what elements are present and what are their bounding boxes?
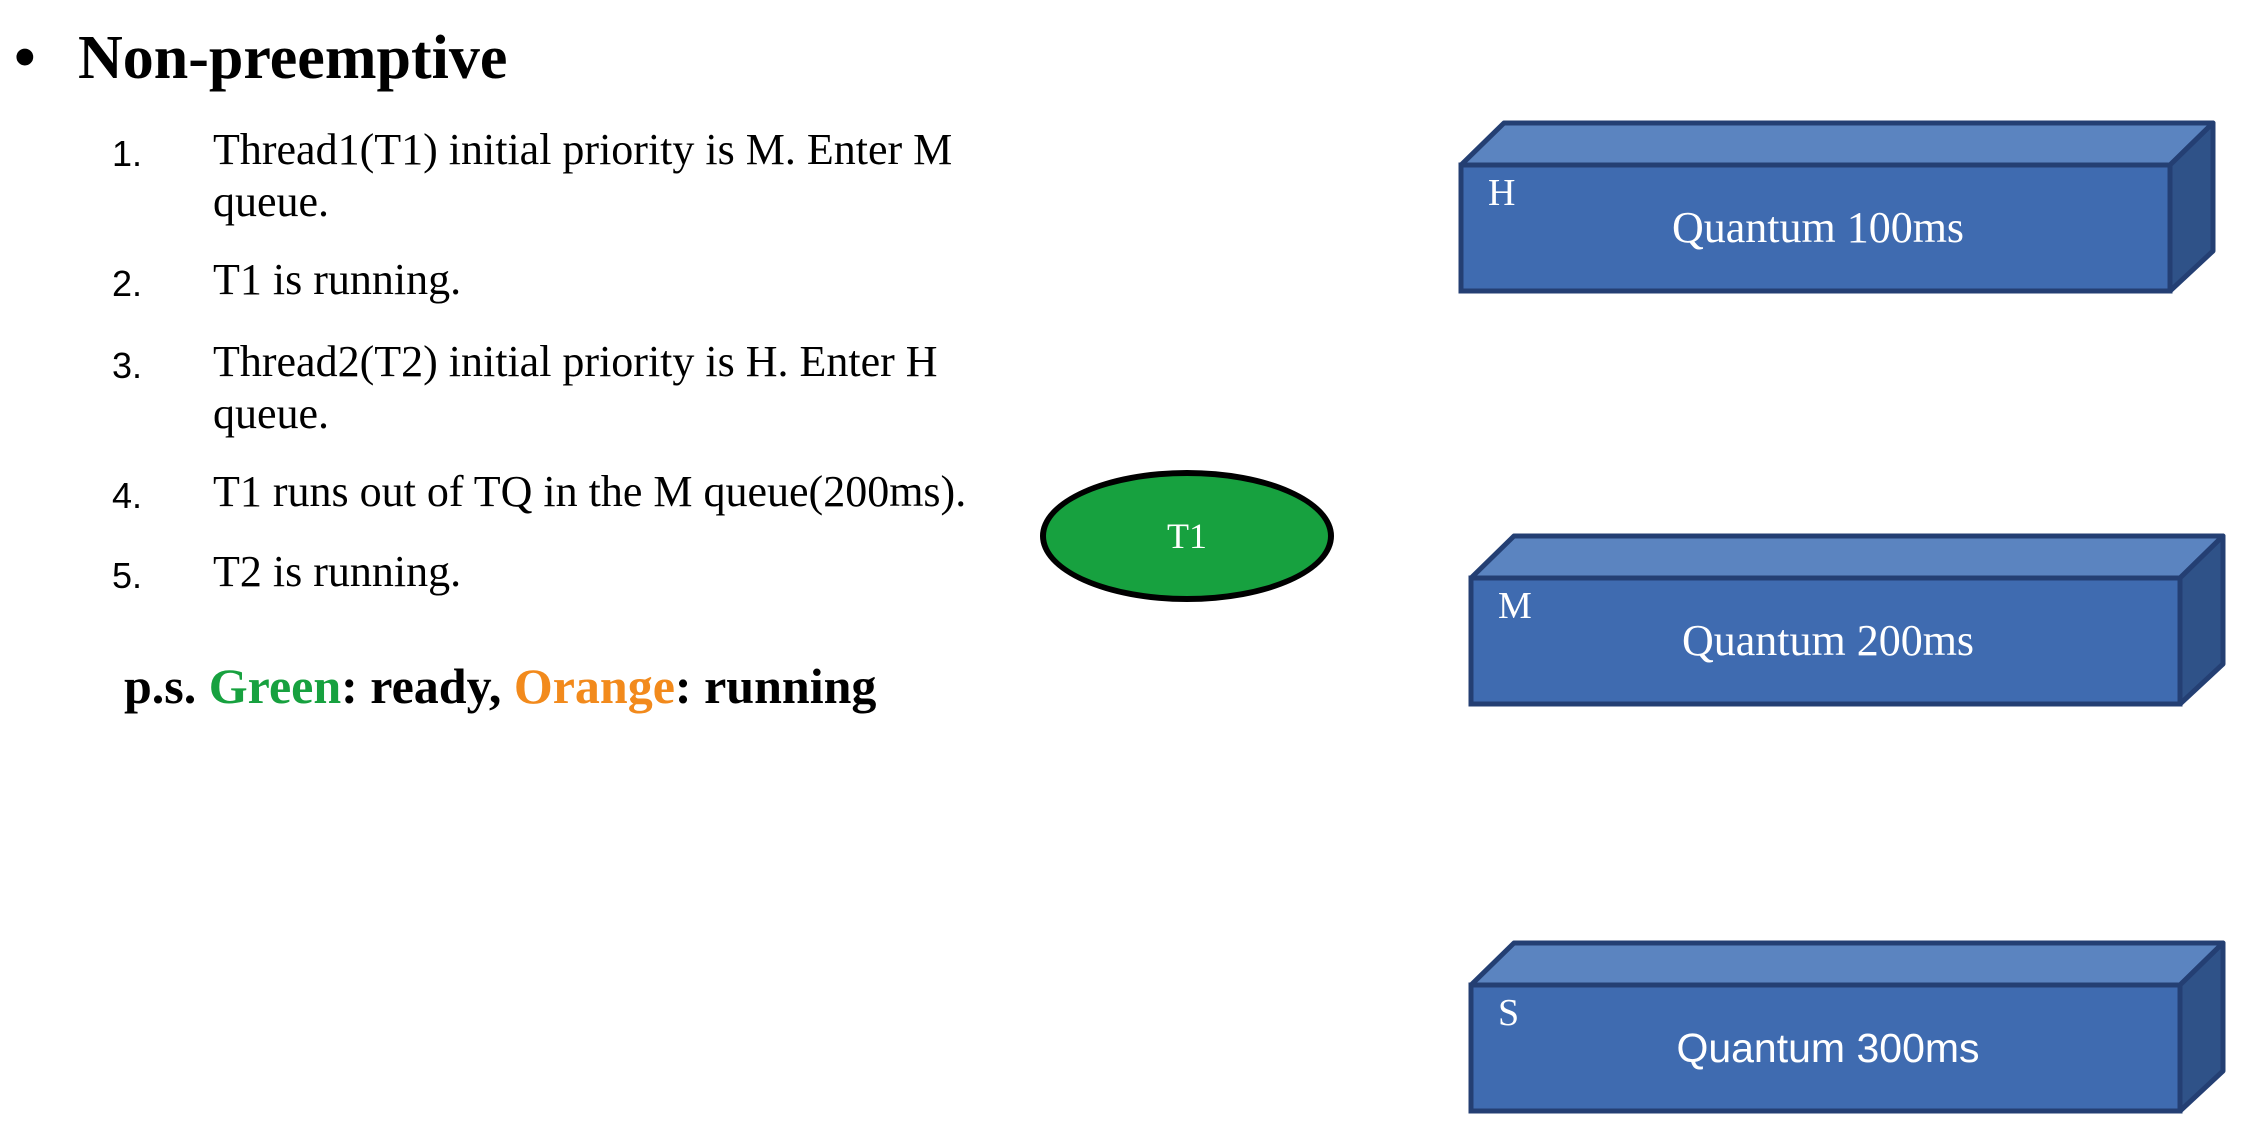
legend-orange-desc: : running [674, 658, 877, 714]
step-text: Thread2(T2) initial priority is H. Enter… [213, 337, 938, 438]
step-number: 2. [112, 263, 143, 304]
step-text: T1 is running. [213, 255, 462, 304]
queue-quantum-label: Quantum 100ms [1671, 203, 1965, 252]
bullet-icon: • [14, 24, 36, 92]
queue-box-shape [1468, 940, 2226, 1114]
step-text: Thread1(T1) initial priority is M. Enter… [213, 125, 953, 226]
step-number: 3. [112, 345, 143, 386]
legend-note: p.s. Green: ready, Orange: running [124, 656, 876, 716]
legend-orange-word: Orange [513, 658, 675, 714]
queue-s: S Quantum 300ms [1468, 940, 2244, 1116]
step-text: T2 is running. [213, 547, 462, 596]
queue-box-shape [1468, 533, 2226, 707]
legend-green-desc: : ready, [341, 658, 514, 714]
slide-heading: • Non-preemptive [14, 18, 507, 98]
queue-m: M Quantum 200ms [1468, 533, 2244, 709]
legend-prefix: p.s. [124, 658, 209, 714]
thread-node-t1: T1 [1040, 470, 1334, 602]
queue-quantum-label: Quantum 300ms [1676, 1025, 1980, 1071]
queue-level-label: H [1488, 172, 1516, 214]
step-number: 1. [112, 133, 143, 174]
queue-level-label: M [1498, 585, 1532, 627]
thread-label: T1 [1167, 516, 1207, 556]
queue-box-shape [1458, 120, 2216, 294]
step-list: 1. Thread1(T1) initial priority is M. En… [0, 0, 1100, 700]
step-text: T1 runs out of TQ in the M queue(200ms). [213, 467, 967, 516]
heading-title: Non-preemptive [78, 24, 508, 92]
step-number: 4. [112, 475, 143, 516]
legend-green-word: Green [208, 658, 342, 714]
queue-level-label: S [1498, 992, 1520, 1034]
queue-h: H Quantum 100ms [1458, 120, 2238, 296]
step-number: 5. [112, 555, 143, 596]
queue-quantum-label: Quantum 200ms [1681, 616, 1975, 665]
